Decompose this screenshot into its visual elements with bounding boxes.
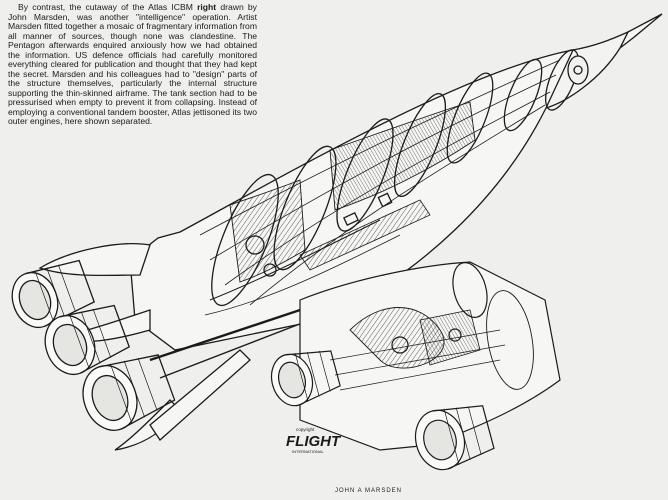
pod-nozzle-lower — [414, 405, 495, 471]
caption-text-end: drawn by John Marsden, was another "inte… — [8, 2, 257, 126]
artist-signature: JOHN A MARSDEN — [335, 488, 402, 494]
jettisoned-booster-section — [270, 261, 561, 471]
caption-text-start: By contrast, the cutaway of the Atlas IC… — [18, 2, 198, 12]
caption-emphasis: right — [197, 2, 217, 12]
logo-flight: FLIGHT — [286, 433, 342, 450]
main-booster-engines — [11, 243, 331, 451]
nozzle-lower — [82, 354, 176, 431]
rocket-main-body — [129, 13, 663, 351]
logo-copyright: copyright — [296, 427, 315, 432]
article-caption: By contrast, the cutaway of the Atlas IC… — [8, 2, 257, 127]
flight-international-logo: copyright FLIGHT INTERNATIONAL — [286, 427, 342, 454]
pod-nozzle-upper — [270, 350, 341, 407]
nozzle-upper — [11, 259, 96, 329]
nozzle-middle — [44, 304, 131, 376]
logo-international: INTERNATIONAL — [292, 449, 324, 454]
